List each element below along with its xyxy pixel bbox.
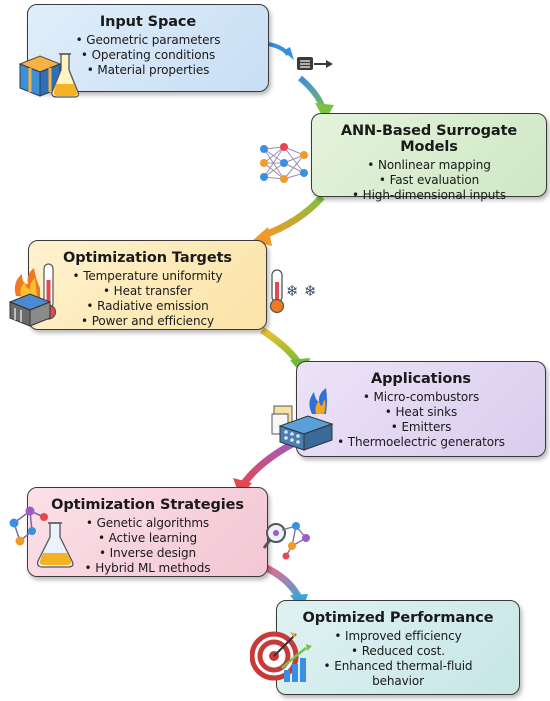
- list-item: Fast evaluation: [312, 173, 546, 188]
- list-item: Material properties: [28, 63, 268, 78]
- svg-text:❄: ❄: [286, 282, 299, 300]
- list-item: Nonlinear mapping: [312, 158, 546, 173]
- target-chart-icon: [250, 631, 312, 682]
- flame-device-icon: [8, 263, 57, 327]
- optimization-strategies-list: Genetic algorithms Active learning Inver…: [28, 516, 267, 576]
- list-item: Enhanced thermal-fluid: [277, 659, 519, 674]
- list-item: Genetic algorithms: [28, 516, 267, 531]
- list-item: Power and efficiency: [29, 314, 266, 329]
- optimization-strategies-title: Optimization Strategies: [51, 497, 244, 513]
- neural-network-icon: [260, 143, 308, 183]
- molecule-flask-icon: [9, 506, 74, 568]
- ann-surrogate-list: Nonlinear mapping Fast evaluation High-d…: [312, 158, 546, 203]
- list-item: High-dimensional inputs: [312, 188, 546, 203]
- thermometer-icon: ❄ ❄: [269, 269, 317, 314]
- arrow-input-to-data: [268, 42, 290, 56]
- optimized-performance-title: Optimized Performance: [302, 610, 494, 626]
- list-item: Temperature uniformity: [29, 269, 266, 284]
- list-item: Improved efficiency: [277, 629, 519, 644]
- svg-text:❄: ❄: [304, 282, 317, 300]
- list-item: Geometric parameters: [28, 33, 268, 48]
- ann-surrogate-title: ANN-Based Surrogate Models: [340, 123, 518, 155]
- list-item: Hybrid ML methods: [28, 561, 267, 576]
- applications-list: Micro-combustors Heat sinks Emitters The…: [297, 390, 545, 450]
- optimization-targets-list: Temperature uniformity Heat transfer Rad…: [29, 269, 266, 329]
- list-item: Inverse design: [28, 546, 267, 561]
- ann-surrogate-box: ANN-Based Surrogate Models Nonlinear map…: [311, 113, 547, 202]
- list-item: Emitters: [297, 420, 545, 435]
- magnifier-network-icon: [262, 522, 310, 560]
- optimized-performance-list: Improved efficiency Reduced cost. Enhanc…: [277, 629, 519, 689]
- list-item: Operating conditions: [28, 48, 268, 63]
- cube-flask-icon: [18, 53, 80, 98]
- list-item: behavior: [372, 674, 424, 688]
- input-space-title: Input Space: [99, 14, 197, 30]
- optimized-performance-box: Optimized Performance Improved efficienc…: [276, 600, 520, 695]
- applications-box: Applications Micro-combustors Heat sinks…: [296, 361, 546, 457]
- list-item: Radiative emission: [29, 299, 266, 314]
- list-item: Reduced cost.: [277, 644, 519, 659]
- applications-title: Applications: [371, 371, 471, 387]
- list-item: Heat transfer: [29, 284, 266, 299]
- list-item: Heat sinks: [297, 405, 545, 420]
- data-arrow-icon: [297, 57, 333, 70]
- list-item: Micro-combustors: [297, 390, 545, 405]
- combustor-icon: [271, 388, 334, 451]
- list-item: Thermoelectric generators: [297, 435, 545, 450]
- input-space-list: Geometric parameters Operating condition…: [28, 33, 268, 78]
- optimization-targets-title: Optimization Targets: [63, 250, 232, 266]
- list-item: Active learning: [28, 531, 267, 546]
- optimization-targets-box: Optimization Targets Temperature uniform…: [28, 240, 267, 330]
